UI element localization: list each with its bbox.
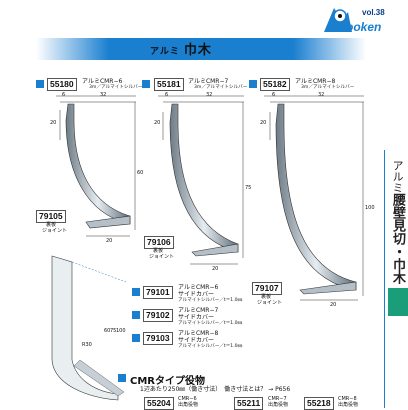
sidebar-divider [384,150,385,408]
dim-label: 20 [106,238,113,244]
joint-label: 裏板 [46,222,57,228]
item-name: CMR−7 [268,396,287,402]
cover-kind: サイドカバー [178,291,215,298]
product-code: 55182 [260,78,290,91]
cover-kind: サイドカバー [178,337,215,344]
product-name: アルミCMR−8 [295,78,336,85]
title-prefix: アルミ [150,47,180,57]
cover-kind: サイドカバー [178,314,215,321]
cover-spec: アルマイトシルバー／t＝1.0㎜ [178,321,243,326]
section-title: CMRタイプ役物 [130,376,205,387]
item-code: 55218 [304,397,334,410]
dim-label: 100 [365,205,375,211]
volume-label: vol.38 [362,8,385,17]
cover-marker [132,288,140,296]
product-spec: 3m／アルマイトシルバー [301,85,355,90]
cover-spec: アルマイトシルバー／t＝1.0㎜ [178,344,243,349]
dim-label: 32 [100,92,107,98]
sidebar-title: アルミ腰壁見切・巾木 [388,160,405,284]
joint-label: 裏板 [153,248,164,254]
item-name: CMR−6 [178,396,197,402]
product-code: 55180 [47,78,77,91]
item-code: 55211 [234,397,264,410]
title-bar [36,38,366,60]
joint-label: ジョイント [257,300,283,306]
item-code: 55204 [144,397,174,410]
joint-code: 79107 [252,282,282,295]
cover-marker [132,311,140,319]
dim-label: 6 [62,92,66,98]
cover-name: アルミCMR−6 [178,284,219,291]
joint-label: ジョイント [149,254,175,260]
product-spec: 3m／アルマイトシルバー [194,85,248,90]
item-name: CMR−8 [338,396,357,402]
joint-code: 79105 [36,210,66,223]
cover-code: 79103 [143,332,173,345]
dim-label: 6 [272,92,276,98]
dim-label: 75 [245,185,252,191]
product-spec: 3m／アルマイトシルバー [89,85,143,90]
product-name: アルミCMR−7 [188,78,229,85]
dim-label: 32 [318,92,325,98]
page-title: アルミ巾木 [150,39,212,58]
sidebar-heading: 腰壁見切・巾木 [390,193,405,284]
item-kind: 出角役物 [178,402,199,408]
sidebar-tab[interactable] [388,288,408,316]
brand-text: ooken [346,20,382,34]
product-name: アルミCMR−6 [82,78,123,85]
item-kind: 出角役物 [338,402,359,408]
joint-code: 79106 [144,236,174,249]
cover-dim: 100 [116,328,126,334]
product-marker [142,80,150,88]
cover-spec: アルマイトシルバー／t＝1.0㎜ [178,298,243,303]
cover-dim: 60 [104,328,111,334]
dim-label: 20 [212,266,219,272]
dim-label: 32 [206,92,213,98]
section-marker [118,374,126,382]
brand-logo [324,8,352,32]
joint-label: ジョイント [42,228,68,234]
cover-dim: 75 [110,328,117,334]
cover-name: アルミCMR−8 [178,330,219,337]
dim-label: 20 [260,120,267,126]
product-marker [36,80,44,88]
title-main: 巾木 [183,43,212,58]
item-kind: 出角役物 [268,402,289,408]
section-note: 1辺あたり250㎜（働き寸法） 働き寸法とは？ → P656 [140,386,291,393]
dim-label: 6 [165,92,169,98]
cover-name: アルミCMR−7 [178,307,219,314]
cover-code: 79102 [143,309,173,322]
joint-label: 裏板 [261,294,272,300]
cover-code: 79101 [143,286,173,299]
sidebar-category: アルミ [391,160,404,193]
cover-marker [132,334,140,342]
dim-label: 20 [330,302,337,308]
cover-dim: R30 [82,342,92,348]
dim-label: 20 [154,120,161,126]
product-marker [249,80,257,88]
dim-label: 20 [50,120,57,126]
product-code: 55181 [154,78,184,91]
dim-label: 60 [137,170,144,176]
